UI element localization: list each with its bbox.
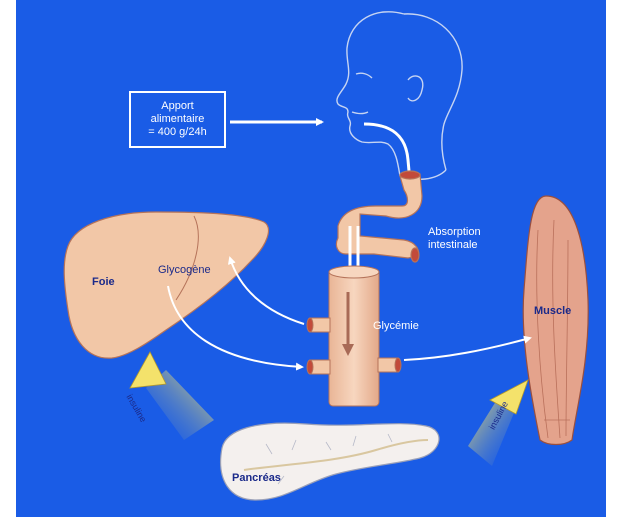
- human-head: [337, 12, 462, 180]
- blood-vessel: [307, 266, 401, 406]
- glycemia-label: Glycémie: [373, 320, 419, 333]
- insulin-arrow-left: [130, 352, 214, 440]
- apport-line-3: = 400 g/24h: [131, 126, 224, 139]
- muscle-label: Muscle: [534, 305, 571, 318]
- apport-line-2: alimentaire: [131, 113, 224, 126]
- liver-label: Foie: [92, 276, 115, 289]
- muscle-uptake-arrow: [404, 338, 530, 360]
- food-intake-box: Apport alimentaire = 400 g/24h: [129, 91, 226, 148]
- pancreas: [221, 423, 439, 500]
- muscle: [523, 196, 588, 445]
- pancreas-label: Pancréas: [232, 472, 281, 485]
- absorption-label: Absorption intestinale: [428, 226, 481, 252]
- glycogen-label: Glycogène: [158, 264, 211, 277]
- diagram-drawing: [16, 0, 606, 517]
- diagram-canvas: Apport alimentaire = 400 g/24h Absorptio…: [16, 0, 606, 517]
- apport-line-1: Apport: [131, 100, 224, 113]
